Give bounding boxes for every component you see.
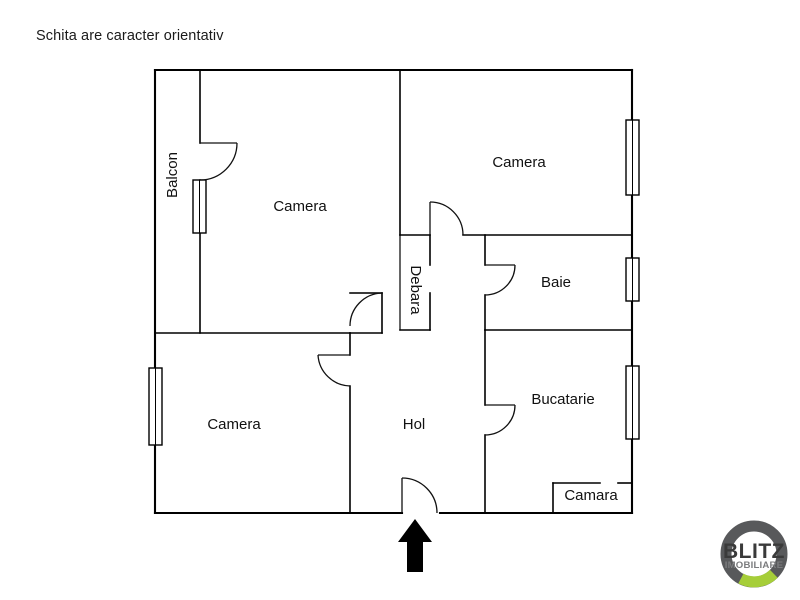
logo-tagline-text: IMOBILIARE <box>725 560 784 571</box>
interior-walls <box>154 69 633 514</box>
room-labels: Balcon Camera Camera Debara Baie Camera … <box>164 152 618 504</box>
window-camera-bottom-left <box>148 367 163 446</box>
door-camera-bottom-left <box>317 354 351 387</box>
entrance-arrow <box>398 519 432 572</box>
room-label-camara: Camara <box>564 487 618 504</box>
room-label-camera-bottom-left: Camera <box>207 416 261 433</box>
room-label-bucatarie: Bucatarie <box>531 391 594 408</box>
room-label-baie: Baie <box>541 274 571 291</box>
outer-walls <box>153 68 634 515</box>
doors-group <box>199 142 516 514</box>
logo-brand-text: BLITZ <box>723 540 785 563</box>
window-camera-top-right <box>625 119 640 196</box>
room-label-camera-top-left: Camera <box>273 198 327 215</box>
room-label-hol: Hol <box>403 416 426 433</box>
room-label-camera-top-right: Camera <box>492 154 546 171</box>
door-balcony <box>199 142 238 181</box>
door-camera-top-left <box>349 292 383 327</box>
logo-accent-arc <box>738 569 778 588</box>
window-baie <box>625 257 640 302</box>
door-entrance <box>401 477 438 514</box>
door-bucatarie <box>484 404 516 436</box>
door-camera-top-right <box>429 201 464 236</box>
room-label-balcon: Balcon <box>164 152 181 198</box>
window-balcony-left <box>192 179 207 234</box>
windows-group <box>148 119 640 446</box>
room-label-debara: Debara <box>407 265 424 315</box>
page-title: Schita are caracter orientativ <box>36 28 224 44</box>
window-bucatarie <box>625 365 640 440</box>
door-baie <box>484 264 516 296</box>
blitz-imobiliare-logo: BLITZ IMOBILIARE <box>720 520 788 588</box>
